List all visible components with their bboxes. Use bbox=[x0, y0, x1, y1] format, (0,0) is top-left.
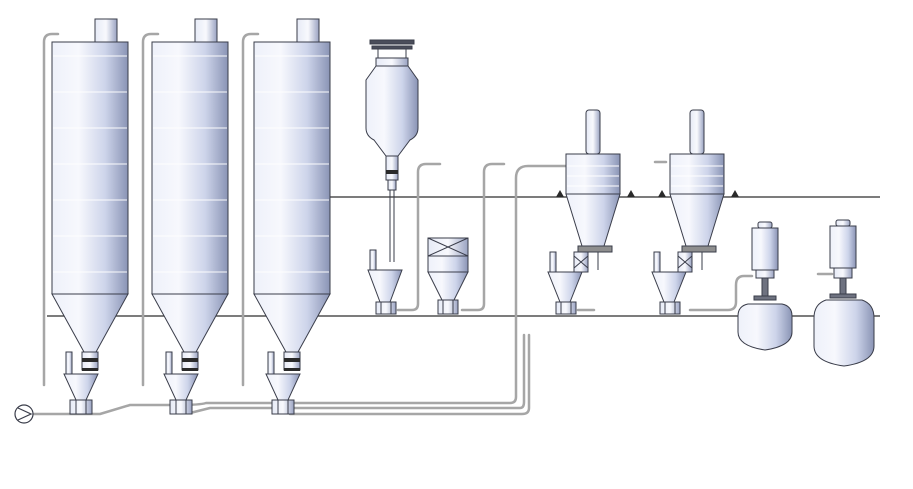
silo-3-vent bbox=[296, 18, 320, 43]
silo-1-feeder-stub bbox=[65, 351, 73, 375]
silo-2-vent bbox=[194, 18, 218, 43]
silo-1-rings bbox=[53, 55, 127, 273]
return-pipe-silo-1 bbox=[42, 32, 60, 387]
vessel-2 bbox=[813, 219, 875, 367]
vessel-2-filter bbox=[829, 225, 857, 269]
silo-2-body bbox=[151, 41, 229, 295]
return-pipe-silo-3 bbox=[241, 32, 260, 387]
silo-2 bbox=[151, 18, 229, 415]
silo-3 bbox=[253, 18, 331, 415]
receiver-outlet bbox=[385, 155, 399, 181]
cyclone-2-body bbox=[669, 153, 725, 195]
silo-1-feeder-hopper bbox=[63, 373, 99, 401]
hopper-b bbox=[427, 237, 469, 315]
silo-3-cone bbox=[253, 293, 331, 353]
vessel-1-tank bbox=[737, 303, 793, 351]
feed-pipe-vessel-1 bbox=[688, 274, 754, 312]
cyclone-1-body bbox=[565, 153, 621, 195]
hopper-c bbox=[547, 251, 583, 315]
silo-2-rings bbox=[153, 55, 227, 273]
silo-3-feeder-hopper bbox=[265, 373, 301, 401]
hopper-d bbox=[651, 251, 687, 315]
cyclone-1-vent bbox=[585, 109, 601, 155]
silo-1-cone bbox=[51, 293, 129, 353]
filter-receiver bbox=[365, 39, 419, 262]
cyclone-1-cone bbox=[565, 193, 621, 247]
conveying-line-3 bbox=[288, 333, 531, 416]
cyclone-2-vent bbox=[689, 109, 705, 155]
receiver-top-frame bbox=[369, 39, 415, 45]
silo-3-body bbox=[253, 41, 331, 295]
feed-pipe-hopper-b bbox=[460, 162, 506, 312]
silo-1 bbox=[51, 18, 129, 415]
vessel-2-tank bbox=[813, 299, 875, 367]
silo-2-cone bbox=[151, 293, 229, 353]
feed-pipe-hopper-a bbox=[396, 162, 442, 312]
vessel-1 bbox=[737, 221, 793, 351]
vessel-1-filter bbox=[751, 227, 779, 271]
cyclone-2 bbox=[669, 109, 725, 273]
hopper-a bbox=[367, 249, 403, 315]
silo-1-vent bbox=[94, 18, 118, 43]
support-triangle-icon bbox=[556, 190, 739, 197]
conveying-line-2 bbox=[188, 333, 526, 415]
silo-3-rings bbox=[255, 55, 329, 273]
return-pipe-silo-2 bbox=[141, 32, 160, 387]
cyclone-1 bbox=[565, 109, 621, 273]
cyclone-2-cone bbox=[669, 193, 725, 247]
silo-2-feeder-stub bbox=[165, 351, 173, 375]
silo-3-feeder-stub bbox=[267, 351, 275, 375]
silo-2-feeder-hopper bbox=[163, 373, 199, 401]
receiver-body bbox=[365, 65, 419, 157]
silo-1-body bbox=[51, 41, 129, 295]
pump-icon bbox=[14, 404, 34, 424]
